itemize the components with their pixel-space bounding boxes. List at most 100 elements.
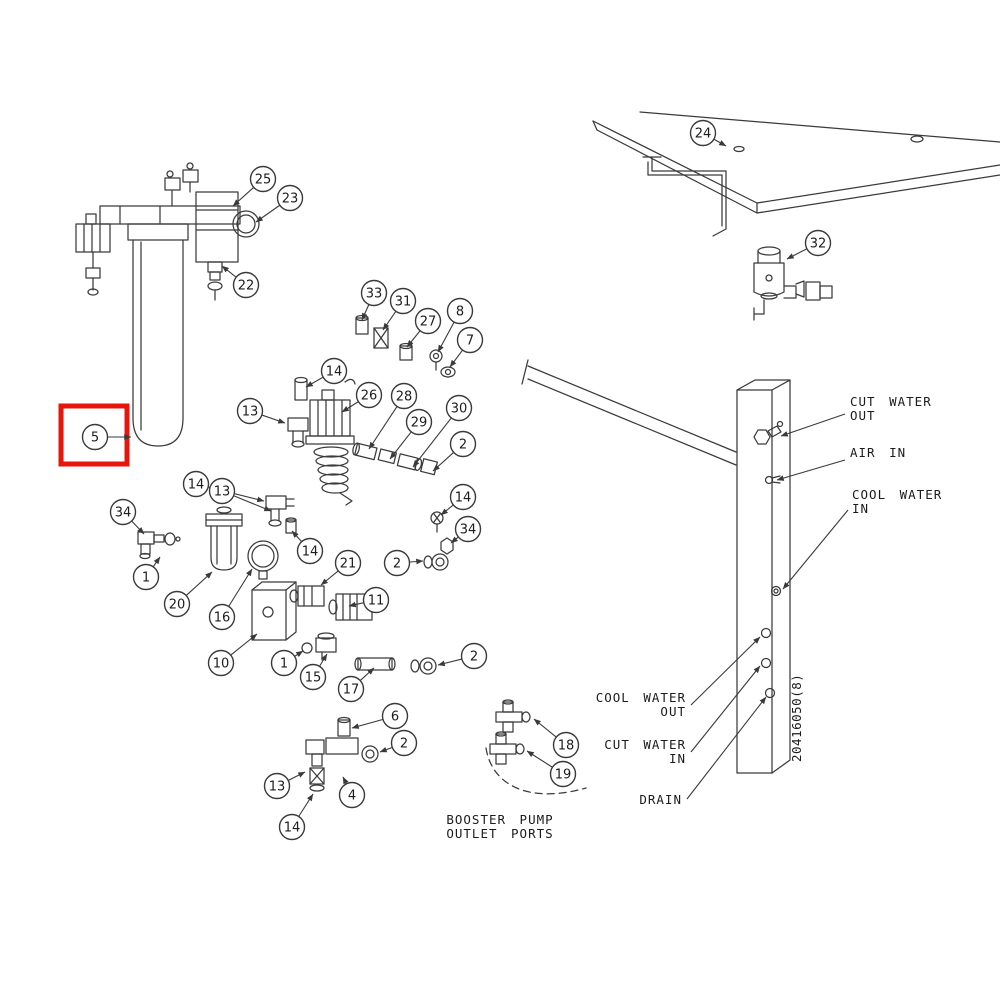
callout-29: 29 bbox=[389, 408, 433, 460]
callout-balloon bbox=[334, 549, 362, 577]
label-leader bbox=[776, 459, 846, 481]
callout-32: 32 bbox=[786, 229, 832, 260]
filter-assembly-drawing bbox=[75, 162, 260, 447]
callout-number: 21 bbox=[340, 557, 357, 572]
fitting-27-drawing bbox=[399, 342, 413, 361]
callout-2-d: 2 bbox=[383, 549, 424, 577]
callout-22: 22 bbox=[221, 265, 260, 299]
callout-number: 2 bbox=[470, 650, 478, 665]
callout-number: 14 bbox=[455, 491, 472, 506]
callout-number: 2 bbox=[393, 557, 401, 572]
label-leader bbox=[690, 636, 761, 706]
fittings-14-34-2-drawing bbox=[423, 511, 454, 571]
callout-number: 34 bbox=[460, 523, 477, 538]
callout-number: 11 bbox=[368, 594, 385, 609]
callout-34-a: 34 bbox=[109, 498, 145, 535]
callout-leader bbox=[351, 718, 383, 729]
callout-5: 5 bbox=[81, 423, 132, 451]
callout-27: 27 bbox=[406, 307, 442, 348]
fitting-14-13-drawing bbox=[287, 376, 309, 448]
callout-leader bbox=[305, 376, 323, 388]
callout-leader bbox=[294, 650, 304, 658]
callout-balloon bbox=[355, 381, 383, 409]
callout-balloon bbox=[182, 470, 210, 498]
callout-14-c: 14 bbox=[291, 530, 324, 565]
callout-leader bbox=[348, 601, 364, 608]
label-leader bbox=[686, 696, 767, 800]
callout-balloon bbox=[405, 408, 433, 436]
callout-11: 11 bbox=[348, 586, 390, 614]
callout-balloon bbox=[390, 382, 418, 410]
callout-17: 17 bbox=[337, 667, 375, 703]
callout-number: 30 bbox=[451, 402, 468, 417]
callout-14-a: 14 bbox=[305, 357, 348, 388]
label-drain: DRAIN bbox=[639, 696, 767, 807]
callout-leader bbox=[409, 558, 424, 565]
callout-balloon bbox=[454, 515, 482, 543]
callout-2-a: 2 bbox=[432, 430, 477, 472]
booster-outlet-fittings-drawing bbox=[485, 699, 587, 795]
callout-balloon bbox=[456, 326, 484, 354]
callout-leader bbox=[382, 311, 397, 331]
fitting-8-drawing bbox=[429, 349, 443, 371]
callout-number: 8 bbox=[456, 305, 464, 320]
callout-balloon bbox=[207, 649, 235, 677]
callout-leader bbox=[221, 265, 237, 278]
callout-balloon bbox=[689, 119, 717, 147]
callout-number: 24 bbox=[695, 127, 712, 142]
callout-balloon bbox=[446, 297, 474, 325]
callout-16: 16 bbox=[208, 568, 253, 631]
callout-number: 16 bbox=[214, 611, 231, 626]
callout-leader bbox=[412, 417, 452, 468]
callout-number: 4 bbox=[348, 789, 356, 804]
callout-balloon bbox=[804, 229, 832, 257]
callout-2-b: 2 bbox=[437, 642, 488, 670]
callout-number: 19 bbox=[555, 768, 572, 783]
callout-leader bbox=[288, 771, 306, 781]
callout-7: 7 bbox=[449, 326, 484, 368]
callout-number: 2 bbox=[459, 438, 467, 453]
fitting-7-drawing bbox=[440, 366, 456, 378]
callout-balloon bbox=[383, 549, 411, 577]
callout-balloon bbox=[552, 731, 580, 759]
label-leader bbox=[782, 509, 849, 590]
callout-balloon bbox=[109, 498, 137, 526]
callout-balloon bbox=[414, 307, 442, 335]
callout-number: 7 bbox=[466, 334, 474, 349]
filter-bowl-20-drawing bbox=[205, 506, 243, 571]
callout-balloon bbox=[208, 603, 236, 631]
callout-20: 20 bbox=[163, 571, 213, 618]
callout-number: 27 bbox=[420, 315, 437, 330]
post-ports-drawing bbox=[753, 420, 784, 699]
callout-10: 10 bbox=[207, 633, 258, 677]
callout-leader bbox=[232, 187, 254, 207]
callout-number: 26 bbox=[361, 389, 378, 404]
callout-leader bbox=[368, 406, 398, 450]
drawing-number: 20416050(8) bbox=[789, 674, 804, 762]
callout-balloon bbox=[549, 760, 577, 788]
callout-leader bbox=[449, 350, 463, 368]
callout-leader bbox=[262, 414, 286, 424]
callout-2-c: 2 bbox=[379, 729, 418, 757]
callout-34-b: 34 bbox=[450, 515, 482, 544]
callout-number: 32 bbox=[810, 237, 827, 252]
callout-balloon bbox=[390, 729, 418, 757]
callout-balloon bbox=[232, 271, 260, 299]
callout-14-d: 14 bbox=[278, 793, 314, 841]
callout-leader bbox=[361, 304, 370, 321]
callout-balloon bbox=[449, 430, 477, 458]
callout-balloon bbox=[236, 397, 264, 425]
fitting-14-upper-drawing bbox=[285, 517, 297, 534]
callout-number: 29 bbox=[411, 416, 428, 431]
callout-number: 33 bbox=[366, 287, 383, 302]
callout-balloon bbox=[270, 649, 298, 677]
callout-balloon bbox=[163, 590, 191, 618]
label-air-in: AIR IN bbox=[776, 445, 905, 481]
valve-21-drawing bbox=[289, 585, 325, 607]
